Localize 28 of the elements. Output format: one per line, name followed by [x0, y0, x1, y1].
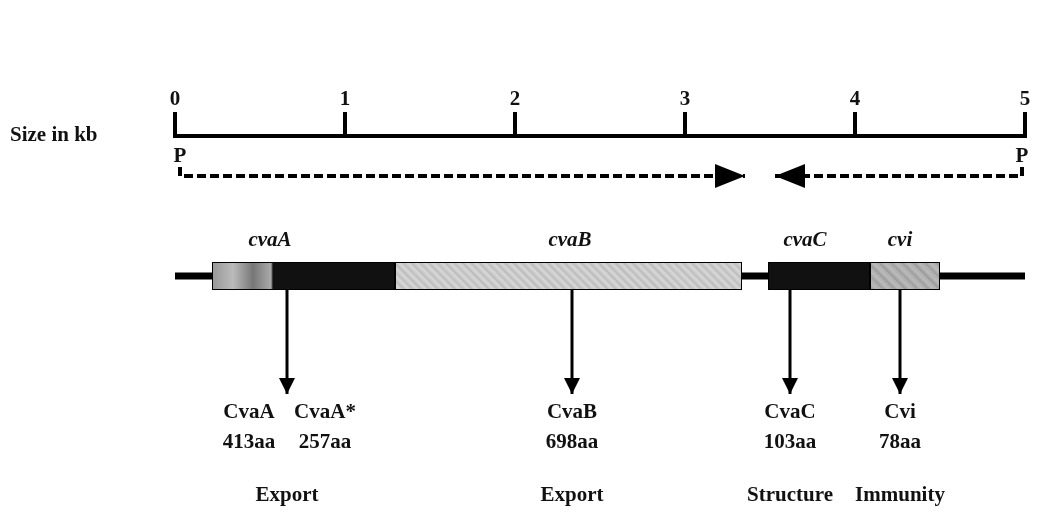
- promoter-label: P: [1015, 143, 1029, 167]
- tick-label: 1: [338, 86, 352, 111]
- gene-label: cvaC: [782, 226, 828, 252]
- tick-label: 0: [168, 86, 182, 111]
- protein-label: Cvi 78aa: [878, 398, 922, 455]
- function-label: Export: [254, 482, 320, 507]
- protein-label: CvaC 103aa: [762, 398, 818, 455]
- transcription-arrow: [775, 164, 1024, 188]
- function-label: Structure: [746, 482, 834, 507]
- transcription-arrow: [178, 164, 745, 188]
- gene-label: cvaB: [547, 226, 593, 252]
- promoter-label: P: [173, 143, 187, 167]
- gene-label: cvaA: [247, 226, 293, 252]
- tick-label: 2: [508, 86, 522, 111]
- function-label: Immunity: [854, 482, 946, 507]
- tick-label: 4: [848, 86, 862, 111]
- gene-label: cvi: [886, 226, 914, 252]
- arrow: [782, 290, 798, 394]
- arrow: [892, 290, 908, 394]
- protein-label: CvaA 413aa: [221, 398, 277, 455]
- tick-label: 5: [1018, 86, 1032, 111]
- arrow: [279, 290, 295, 394]
- axis-title: Size in kb: [10, 122, 99, 147]
- protein-label: CvaA* 257aa: [293, 398, 357, 455]
- tick-label: 3: [678, 86, 692, 111]
- protein-label: CvaB 698aa: [544, 398, 600, 455]
- arrow: [564, 290, 580, 394]
- function-label: Export: [539, 482, 605, 507]
